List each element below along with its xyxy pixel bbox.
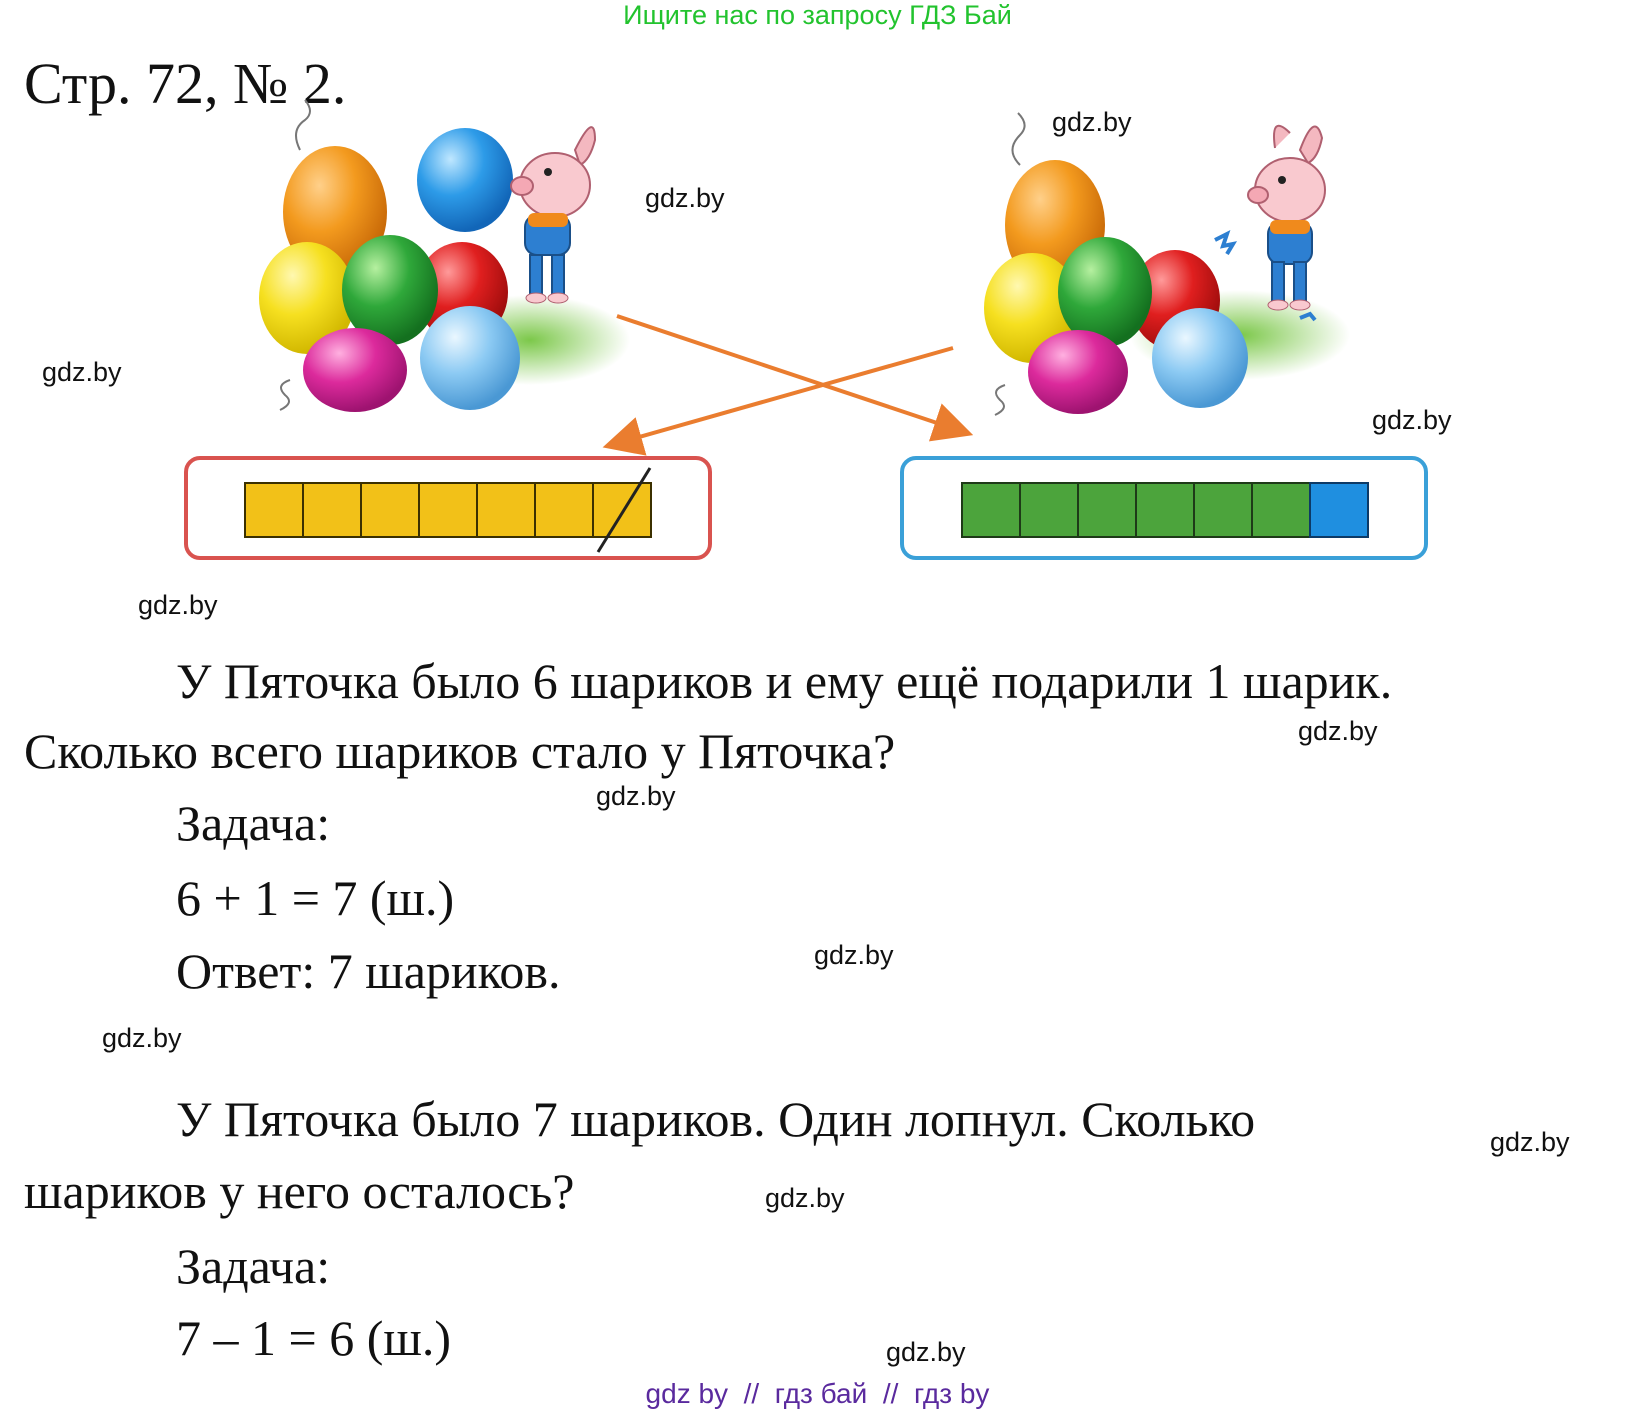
crossed-out-cell-mark [596,467,652,553]
problem1-answer: Ответ: 7 шариков. [176,943,561,999]
problem2-line1: У Пяточка было 7 шариков. Один лопнул. С… [176,1091,1256,1147]
light-blue-balloon-icon [420,306,520,410]
right-picture [984,112,1350,416]
problem1-equation: 6 + 1 = 7 (ш.) [176,870,455,926]
burst-balloon-scraps-icon [1214,230,1238,256]
yellow-balloon-icon [259,242,355,354]
search-banner: Ищите нас по запросу ГДЗ Бай [623,0,1012,30]
footer-separator: // [867,1378,914,1409]
watermark: gdz.by [886,1337,966,1367]
problem1-task-label: Задача: [176,795,331,851]
balloon-string-icon [295,99,311,151]
footer-link-gdz-bai[interactable]: гдз бай [774,1378,868,1409]
watermark: gdz.by [1490,1127,1570,1157]
light-blue-balloon-icon [1152,308,1248,408]
piglet-icon [510,126,597,304]
pink-balloon-icon [1028,330,1128,414]
watermark: gdz.by [1298,716,1378,746]
piglet-icon [1214,124,1326,322]
watermark: gdz.by [42,357,122,387]
watermark: gdz.by [645,183,725,213]
problem2-equation: 7 – 1 = 6 (ш.) [176,1310,451,1366]
left-bar-model [184,456,712,560]
page-title: Стр. 72, № 2. [24,51,347,116]
footer-link-gdz-by-cyr[interactable]: гдз by [913,1378,990,1409]
watermark: gdz.by [814,940,894,970]
arrow-left-to-right-icon [616,314,974,442]
footer-separator: // [728,1378,775,1409]
watermark: gdz.by [1372,405,1452,435]
right-bar-model [900,456,1428,560]
pink-balloon-icon [303,328,407,412]
left-picture [259,99,630,412]
watermark: gdz.by [1052,107,1132,137]
task-illustration [184,99,1428,560]
watermark: gdz.by [102,1023,182,1053]
green-balloon-icon [1058,237,1152,347]
watermark: gdz.by [596,781,676,811]
footer-links: gdz by // гдз бай // гдз by [0,1378,1635,1410]
footer-link-gdz-by[interactable]: gdz by [645,1378,729,1409]
problem2-line2: шариков у него осталось? [24,1163,575,1219]
problem2-task-label: Задача: [176,1238,331,1294]
watermark: gdz.by [765,1183,845,1213]
problem1-line2: Сколько всего шариков стало у Пяточка? [24,723,896,779]
blue-balloon-icon [417,128,513,232]
problem1-line1: У Пяточка было 6 шариков и ему ещё подар… [176,653,1393,709]
green-balloon-icon [342,235,438,345]
arrow-right-to-left-icon [602,346,954,456]
watermark: gdz.by [138,590,218,620]
